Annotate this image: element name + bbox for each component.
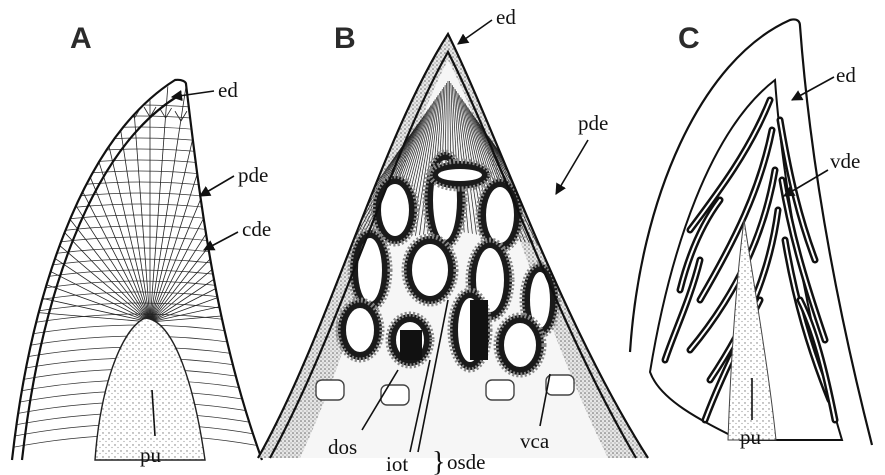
panel-b-letter: B — [334, 22, 356, 55]
panel-b-label-pde: pde — [578, 111, 608, 135]
panel-b-label-dos: dos — [328, 435, 357, 459]
panel-b-ed-leader — [458, 20, 492, 44]
panel-b-label-osde: osde — [447, 450, 486, 474]
panel-a-cde-leader — [204, 232, 238, 250]
panel-b-dentine — [250, 30, 660, 470]
panel-a-label-pu: pu — [140, 443, 162, 467]
panel-b-label-iot: iot — [386, 452, 408, 475]
panel-c-label-vde: vde — [830, 149, 860, 173]
panel-a-label-ed: ed — [218, 78, 238, 102]
panel-a-letter: A — [70, 22, 92, 55]
panel-b-label-vca: vca — [520, 429, 550, 453]
panel-b-label-ed: ed — [496, 5, 516, 29]
panel-c-label-pu: pu — [740, 425, 762, 449]
panel-a-label-cde: cde — [242, 217, 271, 241]
panel-c-label-ed: ed — [836, 63, 856, 87]
panel-b-pde-leader — [556, 140, 588, 194]
panel-c: C ed vde pu — [630, 19, 872, 449]
panel-a-label-pde: pde — [238, 163, 268, 187]
panel-c-ed-leader — [792, 77, 834, 100]
panel-b: B ed pde dos iot } osde vca — [250, 5, 660, 475]
panel-c-letter: C — [678, 22, 700, 55]
panel-a-pde-leader — [200, 176, 234, 196]
panel-b-brace: } — [432, 447, 445, 475]
